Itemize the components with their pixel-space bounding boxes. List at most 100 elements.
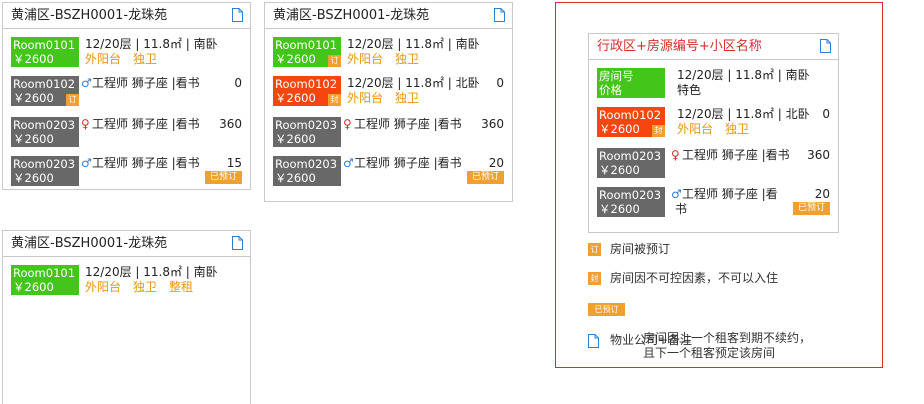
legend-sample-card: 行政区+房源编号+小区名称 房间号 价格 12/20层 | 11.8㎡ | 南卧… — [588, 33, 839, 233]
room-features-label: 特色 — [677, 83, 702, 97]
room-features: 外阳台独卫 — [347, 52, 504, 67]
days-count: 360 — [807, 148, 830, 162]
room-tag[interactable]: Room0203 ￥2600 — [597, 148, 665, 178]
days-count: 0 — [234, 76, 242, 90]
reserved-badge[interactable]: 已预订 — [205, 171, 242, 184]
room-tag[interactable]: Room0203 ￥2600 — [273, 156, 341, 186]
room-info: ♂工程师 狮子座 |看书 15 已预订 — [81, 156, 242, 184]
document-icon[interactable] — [820, 39, 831, 53]
reserved-badge[interactable]: 已预订 — [467, 171, 504, 184]
room-floor-area: 12/20层 | 11.8㎡ | 南卧 — [85, 265, 218, 279]
feature: 独卫 — [133, 52, 158, 66]
feature: 外阳台 — [85, 280, 122, 294]
male-icon: ♂ — [671, 187, 682, 201]
room-row: Room0102 ￥2600 订 ♂工程师 狮子座 |看书 0 — [3, 76, 250, 114]
room-number: Room0203 — [599, 149, 662, 163]
card-title: 黄浦区-BSZH0001-龙珠苑 — [11, 236, 168, 251]
room-row: Room0203 ￥2600 ♀工程师 狮子座 |看书 360 — [3, 117, 250, 155]
document-icon[interactable] — [232, 236, 243, 250]
legend-text: 房间被预订 — [610, 242, 671, 256]
legend-panel: 行政区+房源编号+小区名称 房间号 价格 12/20层 | 11.8㎡ | 南卧… — [555, 2, 883, 368]
room-number: Room0203 — [275, 118, 338, 132]
tenant-profile: 工程师 狮子座 |看书 — [354, 156, 462, 170]
feature: 独卫 — [133, 280, 158, 294]
room-tag[interactable]: Room0203 ￥2600 — [273, 117, 341, 147]
feature: 外阳台 — [347, 91, 384, 105]
tenant-profile: 工程师 狮子座 |看书 — [92, 156, 200, 170]
feature: 独卫 — [395, 91, 420, 105]
room-tag[interactable]: Room0102 ￥2600 订 — [11, 76, 79, 106]
female-icon: ♀ — [671, 148, 680, 162]
room-tag[interactable]: Room0203 ￥2600 — [597, 187, 665, 217]
document-icon[interactable] — [494, 8, 505, 22]
room-price: ￥2600 — [275, 52, 316, 66]
days-count: 0 — [496, 76, 504, 90]
legend-item: 已预订 房间因上一个租客到期不续约， 且下一个租客预定该房间 — [588, 301, 811, 361]
room-row: Room0203 ￥2600 ♂工程师 狮子座 |看书 20 已预订 — [265, 156, 512, 194]
room-number: Room0101 — [13, 266, 76, 280]
room-row: Room0203 ￥2600 ♂工程师 狮子座 |看书 15 已预订 — [3, 156, 250, 194]
room-info: 12/20层 | 11.8㎡ | 南卧 外阳台独卫整租 — [85, 265, 242, 295]
room-row: Room0101 ￥2600 12/20层 | 11.8㎡ | 南卧 外阳台独卫… — [3, 265, 250, 303]
reserved-mini-badge: 订 — [66, 94, 79, 106]
room-tag[interactable]: Room0101 ￥2600 — [11, 37, 79, 67]
feature: 独卫 — [395, 52, 420, 66]
room-price: 价格 — [599, 83, 622, 97]
room-number: Room0102 — [275, 77, 338, 91]
tenant-profile: 工程师 狮子座 |看书 — [354, 117, 462, 131]
feature: 外阳台 — [85, 52, 122, 66]
legend-item: 物业公司+备注 — [588, 333, 692, 348]
room-tag[interactable]: 房间号 价格 — [597, 68, 665, 98]
room-row: Room0102 ￥2600 封 12/20层 | 11.8㎡ | 北卧 外阳台… — [265, 76, 512, 114]
document-icon[interactable] — [232, 8, 243, 22]
room-number: Room0101 — [275, 38, 338, 52]
room-price: ￥2600 — [275, 171, 316, 185]
room-row: Room0203 ￥2600 ♀工程师 狮子座 |看书 360 — [589, 148, 838, 186]
room-tag[interactable]: Room0102 ￥2600 封 — [273, 76, 341, 106]
days-count: 0 — [822, 107, 830, 121]
room-number: Room0203 — [13, 118, 76, 132]
room-row: Room0203 ￥2600 ♀工程师 狮子座 |看书 360 — [265, 117, 512, 155]
male-icon: ♂ — [81, 156, 92, 170]
room-price: ￥2600 — [13, 171, 54, 185]
room-row: Room0102 ￥2600 封 12/20层 | 11.8㎡ | 北卧 外阳台… — [589, 107, 838, 145]
reserved-chip: 订 — [588, 243, 601, 256]
female-icon: ♀ — [81, 117, 90, 131]
booked-chip: 已预订 — [588, 303, 625, 316]
card-header: 黄浦区-BSZH0001-龙珠苑 — [265, 3, 512, 29]
room-price: ￥2600 — [275, 132, 316, 146]
room-tag[interactable]: Room0203 ￥2600 — [11, 117, 79, 147]
room-tag[interactable]: Room0102 ￥2600 封 — [597, 107, 665, 137]
feature: 外阳台 — [347, 52, 384, 66]
feature: 独卫 — [725, 122, 750, 136]
legend-text: 房间因不可控因素，不可以入住 — [610, 271, 779, 285]
room-info: 12/20层 | 11.8㎡ | 北卧 外阳台独卫 0 — [347, 76, 504, 106]
tenant-line: ♀工程师 狮子座 |看书 — [81, 117, 242, 132]
sealed-mini-badge: 封 — [652, 125, 665, 137]
card-title: 黄浦区-BSZH0001-龙珠苑 — [273, 8, 430, 23]
reserved-badge[interactable]: 已预订 — [793, 202, 830, 215]
house-card: 黄浦区-BSZH0001-龙珠苑 Room0101 ￥2600 12/20层 |… — [2, 2, 251, 190]
reserved-mini-badge: 订 — [328, 55, 341, 67]
room-tag[interactable]: Room0101 ￥2600 — [11, 265, 79, 295]
room-tag[interactable]: Room0203 ￥2600 — [11, 156, 79, 186]
room-price: ￥2600 — [599, 163, 640, 177]
room-row: Room0203 ￥2600 ♂工程师 狮子座 |看书 20 已预订 — [589, 187, 838, 225]
room-info: ♀工程师 狮子座 |看书 360 — [671, 148, 830, 163]
tenant-profile: 工程师 狮子座 |看书 — [682, 148, 790, 162]
room-floor-area: 12/20层 | 11.8㎡ | 北卧 — [677, 107, 810, 121]
room-number: Room0102 — [13, 77, 76, 91]
tenant-profile: 工程师 狮子座 |看书 — [92, 117, 200, 131]
room-features: 外阳台独卫 — [347, 91, 504, 106]
room-features: 外阳台独卫整租 — [85, 280, 242, 295]
room-floor-area: 12/20层 | 11.8㎡ | 北卧 — [347, 76, 480, 90]
days-count: 20 — [814, 187, 830, 201]
room-floor-area: 12/20层 | 11.8㎡ | 南卧 — [677, 68, 810, 82]
room-tag[interactable]: Room0101 ￥2600 订 — [273, 37, 341, 67]
male-icon: ♂ — [343, 156, 354, 170]
card-header: 行政区+房源编号+小区名称 — [589, 34, 838, 60]
room-info: ♂工程师 狮子座 |看书 0 — [81, 76, 242, 91]
legend-title: 行政区+房源编号+小区名称 — [597, 39, 762, 54]
house-card: 黄浦区-BSZH0001-龙珠苑 Room0101 ￥2600 12/20层 |… — [2, 230, 251, 404]
room-price: ￥2600 — [13, 52, 54, 66]
